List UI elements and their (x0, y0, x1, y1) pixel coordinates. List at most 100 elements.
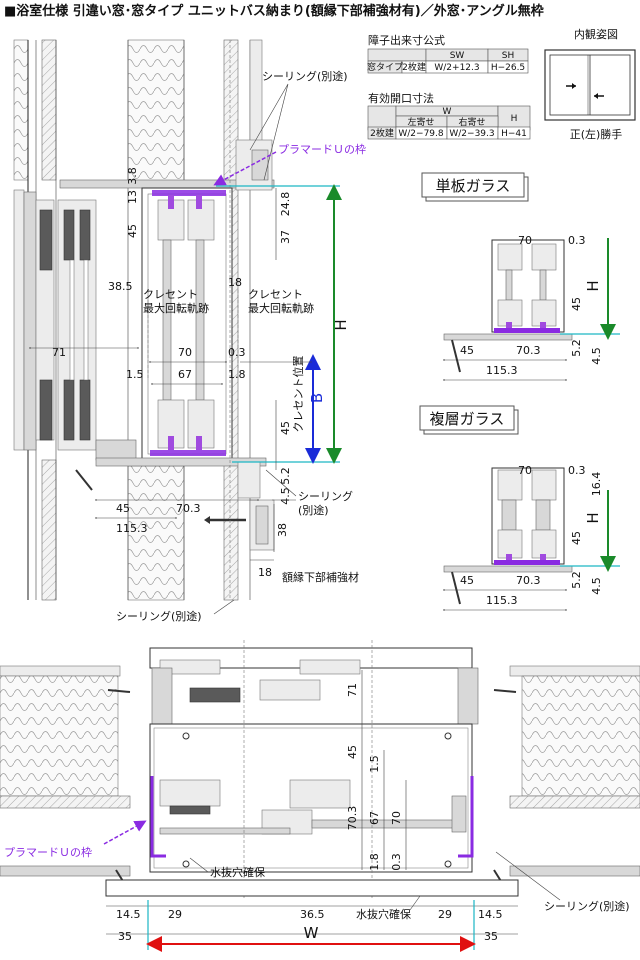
plamard-label-main: プラマードＵの枠 (278, 142, 366, 156)
table1-cell-type: 窓タイプ (367, 61, 403, 73)
dim-14.5-left: 14.5 (116, 908, 141, 921)
double-glass-detail: 複層ガラス H 70 0.3 16.4 45 45 70.3 5.2 4.5 1… (419, 405, 620, 611)
plamard-label-plan: プラマードＵの枠 (4, 845, 92, 859)
table1-cell-sw: W/2+12.3 (434, 63, 479, 73)
crescent-label-left-1: クレセント (143, 288, 198, 301)
table2-sub-left: 左寄せ (407, 116, 434, 128)
dim-0.3-main: 0.3 (228, 346, 246, 359)
dim-35-right: 35 (484, 930, 498, 943)
drain-label-left: 水抜穴確保 (210, 865, 265, 879)
dim-0.3-single: 0.3 (568, 234, 586, 247)
dim-70-main: 70 (178, 346, 192, 359)
dim-4.5-main: 4.5 (279, 487, 292, 505)
dim-70.3-single: 70.3 (516, 344, 541, 357)
double-glass-title: 複層ガラス (430, 410, 505, 428)
dim-36.5: 36.5 (300, 908, 325, 921)
dim-70-plan: 70 (390, 811, 403, 825)
table1-header-sh: SH (502, 51, 514, 61)
dim-18-lower: 18 (258, 566, 272, 579)
inner-view-caption: 正(左)勝手 (570, 127, 623, 141)
dim-70-single: 70 (518, 234, 532, 247)
dim-B-main: B (308, 393, 326, 403)
dim-1.5-plan: 1.5 (368, 755, 381, 773)
dim-67-plan: 67 (368, 811, 381, 825)
dim-45-lower: 45 (279, 421, 292, 435)
dim-70.3-main: 70.3 (176, 502, 201, 515)
dim-0.3-double: 0.3 (568, 464, 586, 477)
dim-37: 37 (279, 230, 292, 244)
single-glass-title: 単板ガラス (436, 177, 511, 195)
sealing-label-plan: シーリング(別途) (544, 899, 630, 913)
sealing-label-mid-2: (別途) (298, 503, 329, 517)
single-glass-detail: 単板ガラス H 70 0.3 45 45 70.3 5.2 4.5 115.3 (421, 172, 620, 381)
plan-section-drawing: 71 45 1.5 70.3 67 70 1.8 0.3 プラマードＵの枠 水抜… (0, 640, 640, 952)
dim-71: 71 (52, 346, 66, 359)
dim-70.3-plan: 70.3 (346, 806, 359, 831)
table1-caption: 障子出来寸公式 (368, 33, 445, 47)
table1-header-sw: SW (450, 51, 465, 61)
inner-view-title: 内観姿図 (574, 27, 618, 41)
dim-5.2-double: 5.2 (570, 571, 583, 589)
dim-115.3-main: 115.3 (116, 522, 148, 535)
dim-H-double: H (584, 512, 602, 523)
dim-29-right: 29 (438, 908, 452, 921)
dim-4.5-double: 4.5 (590, 577, 603, 595)
table-sash-formula: 障子出来寸公式 SW SH 窓タイプ 2枚建 W/2+12.3 H−26.5 (367, 33, 529, 74)
table2-header-h: H (511, 114, 518, 124)
table2-caption: 有効開口寸法 (368, 91, 434, 105)
dim-5.2-single: 5.2 (570, 339, 583, 357)
dim-1.5-main: 1.5 (126, 368, 144, 381)
dim-45-sill: 45 (116, 502, 130, 515)
dim-4.5-single: 4.5 (590, 347, 603, 365)
dim-67-main: 67 (178, 368, 192, 381)
dim-18-upper: 18 (228, 276, 242, 289)
sealing-label-bottom: シーリング(別途) (116, 609, 202, 623)
sealing-label-mid-1: シーリング (298, 489, 353, 503)
dim-W-plan: W (304, 924, 319, 942)
dim-13: 13 (126, 190, 139, 204)
dim-38.5: 38.5 (108, 280, 133, 293)
crescent-position-label: クレセント位置 (291, 356, 305, 433)
table2-header-w: W (443, 107, 452, 117)
table-effective-opening: 有効開口寸法 W H 左寄せ 右寄せ 2枚建 W/2−79.8 W/2−39.3… (367, 91, 531, 140)
dim-H-main: H (332, 319, 350, 330)
dim-45-single-v: 45 (570, 297, 583, 311)
dim-38: 38 (276, 523, 289, 537)
dim-3.8: 3.8 (126, 167, 139, 185)
table2-cell-right: W/2−39.3 (449, 129, 494, 139)
dim-45-double: 45 (460, 574, 474, 587)
dim-45-double-v: 45 (570, 531, 583, 545)
dim-115.3-single: 115.3 (486, 364, 518, 377)
crescent-label-right-2: 最大回転軌跡 (248, 301, 314, 315)
dim-5.2-main: 5.2 (279, 467, 292, 485)
dim-29-left: 29 (168, 908, 182, 921)
dim-14.5-right: 14.5 (478, 908, 503, 921)
dim-70.3-double: 70.3 (516, 574, 541, 587)
dim-35-left: 35 (118, 930, 132, 943)
dim-1.8-main: 1.8 (228, 368, 246, 381)
page-title: ■浴室仕様 引違い窓･窓タイプ ユニットバス納まり(額縁下部補強材有)／外窓･ア… (4, 3, 544, 19)
main-section-drawing: H B クレセント位置 3.8 13 45 24.8 37 38.5 18 71… (13, 39, 366, 623)
table1-cell-sh: H−26.5 (491, 63, 525, 73)
dim-0.3-plan: 0.3 (390, 853, 403, 871)
table2-cell-h: H−41 (501, 129, 527, 139)
crescent-label-right-1: クレセント (248, 288, 303, 301)
dim-1.8-plan: 1.8 (368, 853, 381, 871)
dim-H-single: H (584, 280, 602, 291)
dim-16.4-double: 16.4 (590, 472, 603, 497)
table1-cell-count: 2枚建 (402, 61, 426, 73)
crescent-label-left-2: 最大回転軌跡 (143, 301, 209, 315)
dim-45-upper: 45 (126, 224, 139, 238)
dim-71-plan: 71 (346, 683, 359, 697)
dim-70-double: 70 (518, 464, 532, 477)
inner-view-figure: 内観姿図 正(左)勝手 (544, 27, 636, 141)
reinforce-label: 額縁下部補強材 (282, 570, 359, 584)
drain-label-right: 水抜穴確保 (356, 907, 411, 921)
table2-sub-right: 右寄せ (458, 116, 485, 128)
table2-cell-left: W/2−79.8 (398, 129, 444, 139)
dim-45-single: 45 (460, 344, 474, 357)
table2-cell-count: 2枚建 (370, 127, 394, 139)
dim-45-plan: 45 (346, 745, 359, 759)
sealing-label-top: シーリング(別途) (262, 69, 348, 83)
